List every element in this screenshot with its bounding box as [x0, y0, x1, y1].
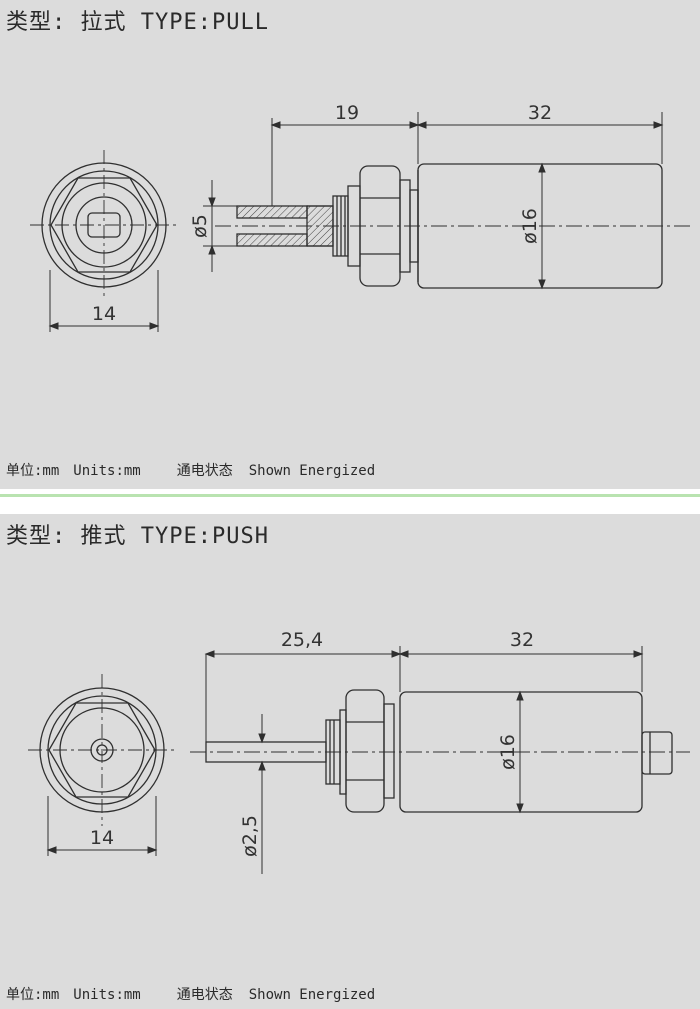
- pull-title: 类型: 拉式 TYPE:PULL: [6, 10, 269, 35]
- push-unit-en: Units:mm: [73, 987, 141, 1003]
- push-unit-zh: 单位:mm: [6, 987, 60, 1003]
- pull-plunger-diameter-dimension: [203, 180, 237, 272]
- pull-drawing: 14 19 32 ø5 ø16: [30, 102, 690, 332]
- push-plunger-diameter-dimension: [258, 714, 266, 874]
- push-type-panel: 类型: 推式 TYPE:PUSH: [0, 514, 700, 1009]
- push-footer: 单位:mm Units:mm 通电状态 Shown Energized: [6, 984, 375, 1004]
- push-dim-plunger-dia: ø2,5: [239, 815, 261, 857]
- pull-dim-plunger-dia: ø5: [189, 214, 211, 238]
- push-title: 类型: 推式 TYPE:PUSH: [6, 524, 269, 549]
- pull-dim-body-dia: ø16: [519, 208, 541, 244]
- push-drawing: 14 25,4 32 ø2,5 ø16: [28, 629, 690, 874]
- push-plunger: [205, 654, 327, 763]
- push-dim-body-dia: ø16: [497, 734, 519, 770]
- pull-unit-zh: 单位:mm: [6, 463, 60, 479]
- pull-length-dimensions: [270, 112, 664, 164]
- push-hex-dimension: [46, 796, 158, 856]
- push-state-en: Shown Energized: [248, 987, 376, 1003]
- pull-dim-hex: 14: [92, 303, 116, 325]
- panel-divider: [0, 489, 700, 514]
- push-length-dimensions: [204, 646, 644, 692]
- pull-dim-stroke: 19: [335, 102, 359, 124]
- pull-plunger: [236, 118, 334, 247]
- pull-front-view: [30, 150, 180, 300]
- push-hex-nut: [345, 689, 395, 813]
- pull-state-en: Shown Energized: [248, 463, 376, 479]
- pull-dim-body-length: 32: [528, 102, 552, 124]
- pull-hex-dimension: [48, 270, 160, 332]
- pull-unit-en: Units:mm: [73, 463, 141, 479]
- push-dim-body-length: 32: [510, 629, 534, 651]
- push-dim-stroke: 25,4: [281, 629, 323, 651]
- pull-footer: 单位:mm Units:mm 通电状态 Shown Energized: [6, 460, 375, 480]
- push-rear-cap: [641, 731, 673, 775]
- push-front-view: [28, 674, 178, 826]
- push-state-zh: 通电状态: [176, 987, 233, 1003]
- pull-type-panel: 类型: 拉式 TYPE:PULL: [0, 0, 700, 489]
- push-dim-hex: 14: [90, 827, 114, 849]
- pull-body-diameter-dimension: [538, 162, 546, 290]
- pull-state-zh: 通电状态: [176, 463, 233, 479]
- push-body-diameter-dimension: [516, 690, 524, 814]
